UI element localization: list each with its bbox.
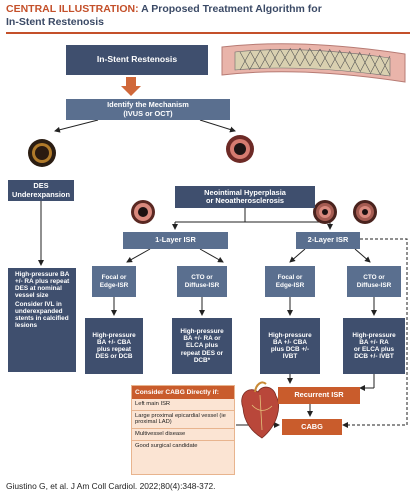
isr-box: In-Stent Restenosis bbox=[66, 45, 208, 75]
ivus-one-layer-image bbox=[131, 200, 155, 224]
title-accent: CENTRAL ILLUSTRATION: bbox=[6, 3, 139, 15]
des-underexpansion-box: DES Underexpansion bbox=[8, 180, 74, 201]
des-treatment-box: High-pressure BA +/- RA plus repeat DES … bbox=[8, 268, 76, 372]
tx-cto-1-box: High-pressure BA +/- RA or ELCA plus rep… bbox=[172, 318, 232, 374]
consider-cabg-panel: Consider CABG Directly if: Left main ISR… bbox=[131, 385, 235, 475]
cto-diffuse-isr-box-2: CTO or Diffuse-ISR bbox=[347, 266, 401, 297]
stent-vessel-image bbox=[221, 43, 406, 83]
focal-edge-isr-box-1: Focal or Edge-ISR bbox=[92, 266, 136, 297]
des-bullet: Consider IVL in underexpanded stents in … bbox=[15, 301, 76, 329]
page-title: CENTRAL ILLUSTRATION: A Proposed Treatme… bbox=[6, 3, 406, 28]
consider-cabg-item: Multivessel disease bbox=[132, 429, 234, 441]
recurrent-isr-box: Recurrent ISR bbox=[278, 387, 360, 404]
tx-focal-1-box: High-pressure BA +/- CBA plus repeat DES… bbox=[85, 318, 143, 374]
tx-cto-2-box: High-pressure BA +/- RA or ELCA plus DCB… bbox=[343, 318, 405, 374]
two-layer-isr-box: 2-Layer ISR bbox=[296, 232, 360, 249]
des-bullet: High-pressure BA +/- RA plus repeat DES … bbox=[15, 271, 76, 299]
title-text: A Proposed Treatment Algorithm for In-St… bbox=[6, 3, 322, 28]
ivus-underexpansion-image bbox=[28, 139, 56, 167]
focal-edge-isr-box-2: Focal or Edge-ISR bbox=[265, 266, 315, 297]
one-layer-isr-box: 1-Layer ISR bbox=[123, 232, 228, 249]
down-arrow-icon bbox=[121, 77, 141, 96]
ivus-two-layer-image bbox=[313, 200, 337, 224]
heart-image bbox=[241, 381, 279, 439]
title-divider bbox=[6, 32, 410, 34]
neointimal-box: Neointimal Hyperplasia or Neoatheroscler… bbox=[175, 186, 315, 208]
ivus-neointimal-image bbox=[226, 135, 254, 163]
consider-cabg-item: Large proximal epicardial vessel (ie pro… bbox=[132, 411, 234, 429]
ivus-two-layer-image-2 bbox=[353, 200, 377, 224]
mechanism-box: Identify the Mechanism (IVUS or OCT) bbox=[66, 99, 230, 120]
tx-focal-2-box: High-pressure BA +/- CBA plus DCB +/- IV… bbox=[260, 318, 320, 374]
consider-cabg-header: Consider CABG Directly if: bbox=[132, 386, 234, 399]
consider-cabg-item: Good surgical candidate bbox=[135, 442, 198, 449]
consider-cabg-item: Left main ISR bbox=[132, 399, 234, 411]
cabg-box: CABG bbox=[282, 419, 342, 435]
citation: Giustino G, et al. J Am Coll Cardiol. 20… bbox=[6, 481, 216, 491]
cto-diffuse-isr-box-1: CTO or Diffuse-ISR bbox=[177, 266, 227, 297]
